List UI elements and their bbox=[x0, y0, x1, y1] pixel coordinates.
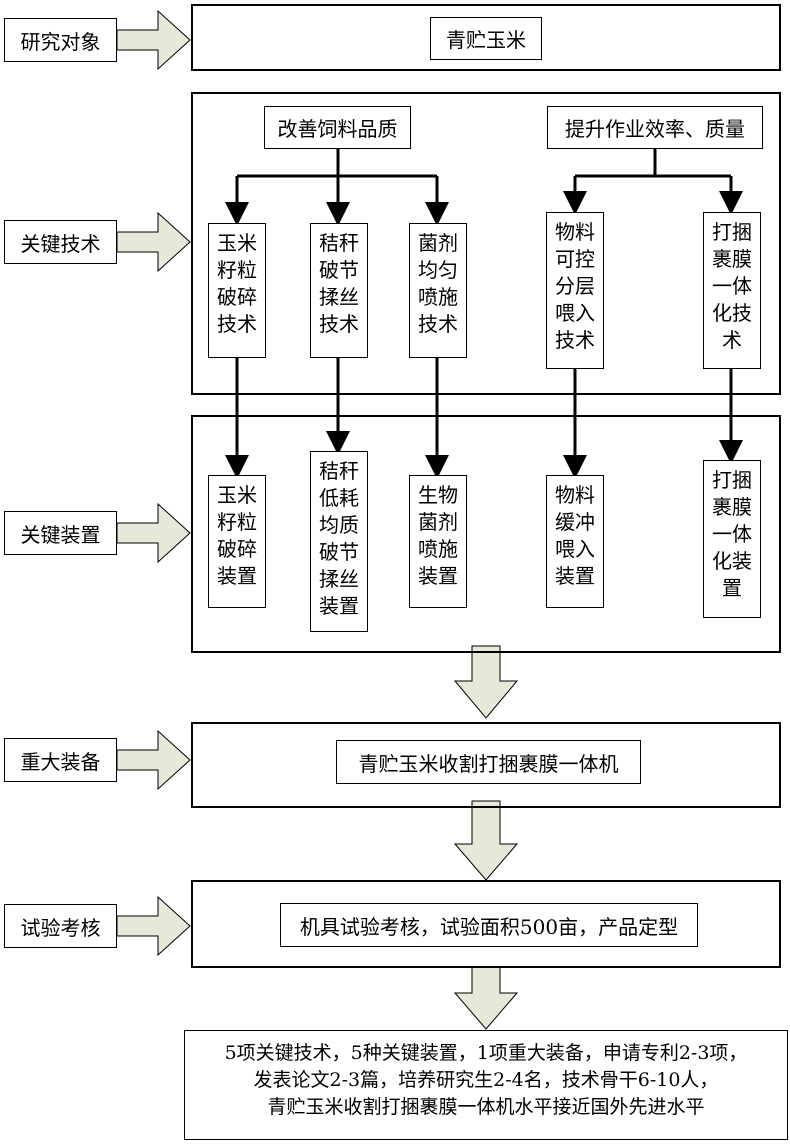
side-arrow-research bbox=[116, 9, 191, 71]
goal-efficiency-quality: 提升作业效率、质量 bbox=[547, 106, 763, 149]
tech-inoculant-uniform-spraying: 菌剂均匀喷施技术 bbox=[409, 223, 467, 358]
frame-key-device bbox=[191, 415, 781, 653]
side-arrow-technology bbox=[116, 211, 191, 273]
side-arrow-trial bbox=[116, 895, 191, 957]
outcome-line-3: 青贮玉米收割打捆裹膜一体机水平接近国外先进水平 bbox=[267, 1096, 705, 1118]
side-arrow-device bbox=[116, 502, 191, 564]
device-corn-kernel-crushing: 玉米籽粒破碎装置 bbox=[208, 475, 266, 608]
down-arrow-1 bbox=[453, 645, 519, 719]
stage-label-key-technology: 关键技术 bbox=[4, 220, 117, 264]
device-stalk-node-shredding: 秸秆低耗均质破节揉丝装置 bbox=[310, 451, 368, 632]
outcome-box: 5项关键技术，5种关键装置，1项重大装备，申请专利2-3项， 发表论文2-3篇，… bbox=[184, 1030, 788, 1140]
frame-key-technology bbox=[191, 92, 781, 395]
trial-assessment-box: 机具试验考核，试验面积500亩，产品定型 bbox=[280, 903, 698, 947]
device-inoculant-spraying: 生物菌剂喷施装置 bbox=[409, 475, 467, 608]
frame-research-object bbox=[191, 4, 781, 71]
down-arrow-3 bbox=[453, 966, 519, 1030]
stage-label-major-equipment: 重大装备 bbox=[4, 738, 117, 782]
frame-major-equipment bbox=[191, 722, 781, 808]
outcome-line-2: 发表论文2-3篇，培养研究生2-4名，技术骨干6-10人， bbox=[253, 1069, 719, 1091]
device-baling-wrapping: 打捆裹膜一体化装置 bbox=[703, 460, 761, 618]
major-equipment-box: 青贮玉米收割打捆裹膜一体机 bbox=[336, 740, 641, 784]
side-arrow-equipment bbox=[116, 729, 191, 791]
tech-corn-kernel-crushing: 玉米籽粒破碎技术 bbox=[208, 223, 266, 358]
stage-label-key-device: 关键装置 bbox=[4, 511, 117, 555]
tech-stalk-node-shredding: 秸秆破节揉丝技术 bbox=[310, 223, 368, 358]
tech-layered-feeding: 物料可控分层喂入技术 bbox=[546, 212, 604, 369]
device-buffer-feeding: 物料缓冲喂入装置 bbox=[546, 475, 604, 608]
down-arrow-2 bbox=[453, 800, 519, 881]
stage-label-research-object: 研究对象 bbox=[4, 18, 117, 62]
goal-feed-quality: 改善饲料品质 bbox=[264, 106, 411, 149]
research-object-box: 青贮玉米 bbox=[430, 17, 542, 60]
stage-label-trial-assessment: 试验考核 bbox=[4, 904, 117, 948]
outcome-line-1: 5项关键技术，5种关键装置，1项重大装备，申请专利2-3项， bbox=[224, 1042, 748, 1064]
frame-trial-assessment bbox=[191, 880, 781, 968]
tech-baling-wrapping: 打捆裹膜一体化技术 bbox=[703, 212, 761, 369]
